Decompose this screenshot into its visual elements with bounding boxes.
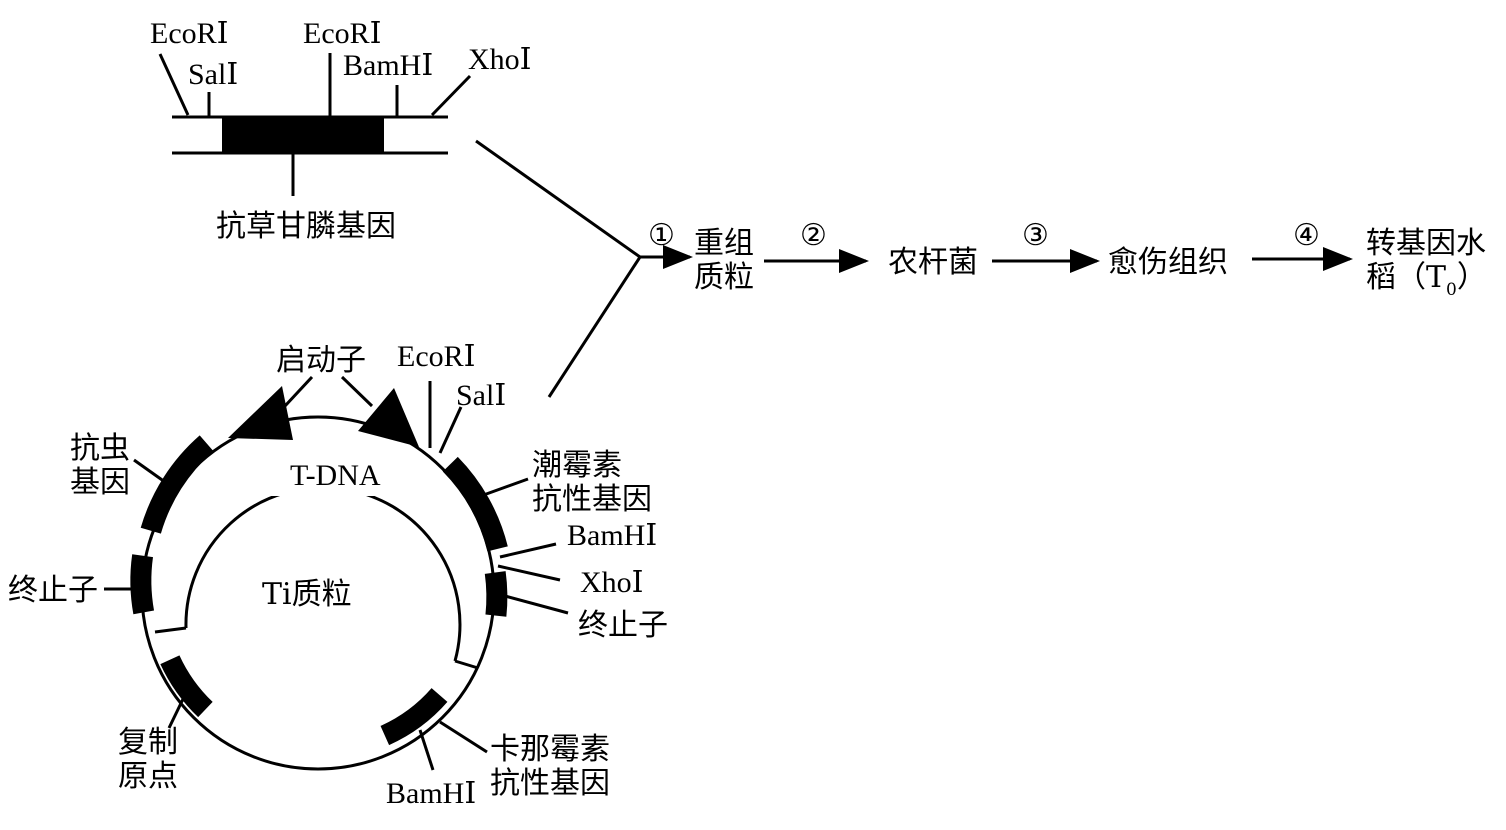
terminator-left-label: 终止子	[8, 573, 98, 608]
promoter-arrow-left	[228, 386, 293, 440]
xhoi-plasmid-label: XhoⅠ	[580, 566, 644, 599]
recombinant-plasmid-label-line2: 质粒	[694, 260, 754, 295]
bamhi-right-label: BamHⅠ	[567, 519, 657, 552]
xhoi-pointer-plasmid	[497, 564, 561, 582]
tdna-label: T-DNA	[290, 459, 381, 492]
step4-marker: ④	[1293, 218, 1320, 253]
transgenic-rice-text: 稻（T	[1366, 260, 1446, 295]
tdna-left-connector	[154, 626, 187, 634]
insect-gene-label-line1: 抗虫	[70, 431, 130, 466]
hygromycin-label-line2: 抗性基因	[532, 482, 652, 517]
step1-marker: ①	[648, 218, 675, 253]
sali-plasmid-label: SalⅠ	[456, 379, 506, 412]
terminator-right-pointer	[504, 594, 569, 615]
hygromycin-pointer	[477, 477, 529, 499]
tdna-right-connector	[454, 659, 479, 670]
ecori-left-label: EcoRⅠ	[150, 17, 229, 50]
ti-plasmid-name: Ti质粒	[262, 577, 352, 612]
ti-plasmid: Ti质粒 T-DNA 启动子 EcoRⅠ SalⅠ 潮霉素 抗性基因 BamHⅠ…	[8, 340, 668, 810]
insect-gene-label-line2: 基因	[70, 465, 130, 500]
sali-label: SalⅠ	[188, 58, 238, 91]
step3-marker: ③	[1022, 218, 1049, 253]
promoter-right-pointer	[340, 375, 374, 408]
terminator-right-block	[484, 571, 508, 617]
transgenic-rice-label-line2: 稻（T0）	[1366, 260, 1487, 300]
ecori-left-pointer	[158, 53, 190, 116]
hygromycin-gene-block	[442, 456, 508, 552]
ecori-plasmid-label: EcoRⅠ	[397, 340, 476, 373]
transgenic-rice-label-line1: 转基因水	[1366, 226, 1486, 261]
fragment-to-junction-line	[475, 139, 641, 259]
replication-origin-label-line2: 原点	[118, 759, 178, 794]
bamhi-bottom-label: BamHⅠ	[386, 777, 476, 810]
tdna-label-gap	[270, 452, 382, 496]
promoter-left-pointer	[283, 375, 314, 408]
agrobacterium-label: 农杆菌	[888, 245, 978, 280]
process-flow: ① 重组 质粒 ② 农杆菌 ③ 愈伤组织 ④ 转基因水 稻（T0）	[475, 139, 1487, 398]
plasmid-to-junction-line	[547, 256, 642, 398]
kanamycin-label-line2: 抗性基因	[490, 766, 610, 801]
insect-resistance-gene-block	[140, 435, 214, 534]
step2-marker: ②	[800, 218, 827, 253]
terminator-right-label: 终止子	[578, 608, 668, 643]
replication-origin-block	[160, 655, 213, 718]
promoter-label: 启动子	[276, 343, 366, 378]
replication-origin-pointer	[167, 696, 186, 729]
herbicide-gene-block	[222, 117, 384, 153]
bamhi-bottom-pointer	[418, 729, 435, 771]
xhoi-label: XhoⅠ	[468, 43, 532, 76]
ecori-right-label: EcoRⅠ	[303, 17, 382, 50]
kanamycin-label-line1: 卡那霉素	[490, 732, 610, 767]
transgenic-rice-subscript: 0	[1446, 280, 1457, 300]
bamhi-right-pointer	[499, 542, 557, 559]
kanamycin-pointer	[439, 720, 488, 754]
insect-gene-pointer	[133, 458, 166, 484]
promoter-arrow-right	[358, 388, 419, 447]
hygromycin-label-line1: 潮霉素	[532, 448, 622, 483]
transgenic-rice-close: ）	[1457, 260, 1487, 295]
bamhi-label: BamHⅠ	[343, 49, 433, 82]
replication-origin-label-line1: 复制	[118, 725, 178, 760]
terminator-left-block	[130, 554, 155, 615]
gene-fragment: EcoRⅠ SalⅠ EcoRⅠ BamHⅠ XhoⅠ 抗草甘膦基因	[150, 17, 532, 244]
kanamycin-gene-block	[380, 687, 448, 746]
sali-pointer-plasmid	[438, 406, 463, 454]
callus-label: 愈伤组织	[1108, 245, 1228, 280]
recombinant-plasmid-label-line1: 重组	[694, 226, 754, 261]
herbicide-gene-label: 抗草甘膦基因	[216, 209, 396, 244]
tdna-inner-arc	[184, 486, 462, 662]
xhoi-pointer	[430, 74, 472, 117]
